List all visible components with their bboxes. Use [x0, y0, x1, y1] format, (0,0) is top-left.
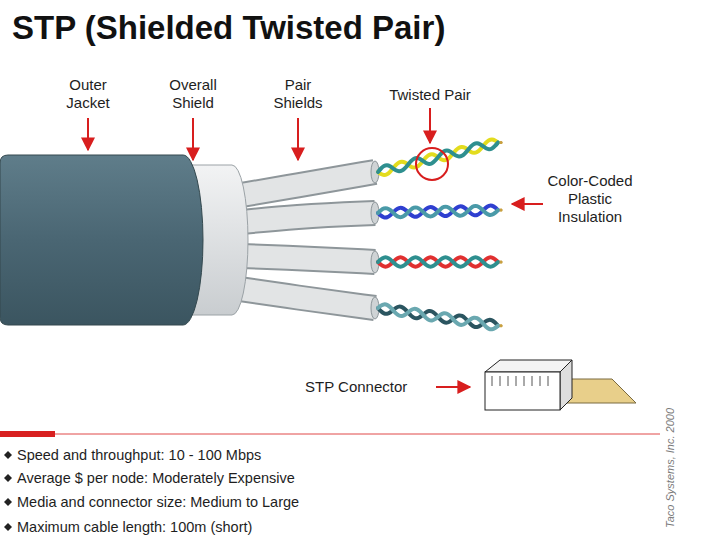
wire-tip: [500, 141, 503, 144]
part-label: Color-Coded Plastic Insulation: [540, 172, 640, 226]
part-label: STP Connector: [305, 378, 435, 396]
spec-item: Average $ per node: Moderately Expensive: [17, 469, 295, 487]
red-rule: [0, 431, 55, 437]
wire-tip: [500, 261, 503, 264]
outer-jacket: [0, 155, 203, 325]
wire-tip: [500, 209, 503, 212]
part-label: Twisted Pair: [370, 86, 490, 104]
insulated-wire: [378, 304, 498, 329]
spec-item: Maximum cable length: 100m (short): [17, 518, 252, 536]
insulated-wire: [378, 140, 498, 175]
spec-item: Media and connector size: Medium to Larg…: [17, 493, 299, 511]
insulated-wire: [378, 257, 498, 266]
bullet-diamonds: [4, 451, 12, 531]
part-label: Outer Jacket: [53, 76, 123, 112]
insulated-wire: [378, 206, 498, 217]
wire-tip: [500, 141, 503, 144]
highlight-circle: [416, 148, 448, 180]
insulated-wire: [378, 206, 498, 218]
wire-tip: [500, 209, 503, 212]
diagram-title: STP (Shielded Twisted Pair): [12, 8, 445, 48]
wire-tip: [500, 261, 503, 264]
wire-tip: [500, 324, 503, 327]
twisted-pairs: [378, 140, 503, 330]
watermark: Taco Systems, Inc. 2000: [661, 408, 679, 528]
rule-line: [55, 434, 660, 435]
part-label: Overall Shield: [153, 76, 233, 112]
part-label: Pair Shields: [263, 76, 333, 112]
insulated-wire: [378, 257, 498, 266]
insulated-wire: [378, 142, 498, 172]
stp-connector: [485, 360, 636, 410]
spec-item: Speed and throughput: 10 - 100 Mbps: [17, 446, 261, 464]
wire-tip: [500, 324, 503, 327]
leader-arrows: [88, 108, 543, 387]
